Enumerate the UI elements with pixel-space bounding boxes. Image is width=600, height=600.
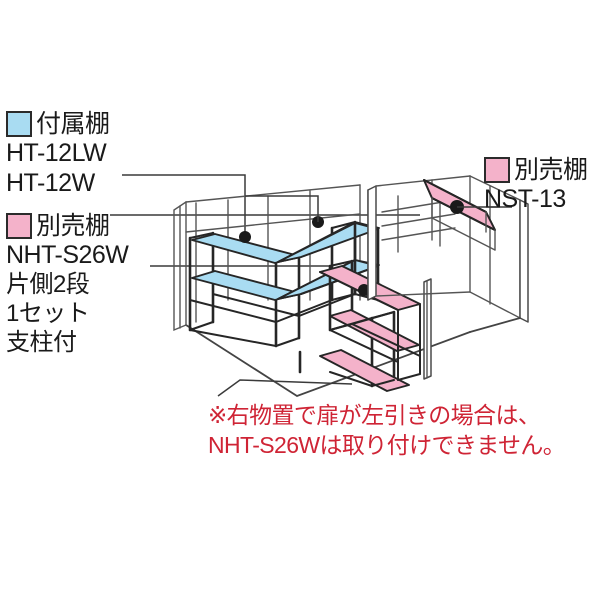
legend-title-optional-shelf-right: 別売棚	[514, 156, 588, 184]
legend-detail-tiers: 片側2段	[6, 271, 90, 298]
legend-code-ht-12lw: HT-12LW	[6, 139, 107, 167]
pink-shelf-nst-13	[423, 179, 496, 251]
right-shed-walls	[367, 175, 529, 333]
legend-group-attached-shelf: 付属棚	[6, 110, 178, 138]
legend-right: 別売棚 NST-13	[484, 156, 600, 214]
blue-swatch	[6, 111, 32, 137]
pink-swatch-right	[484, 157, 510, 183]
legend-code-ht-12w: HT-12W	[6, 169, 95, 197]
legend-detail-post: 支柱付	[6, 329, 77, 356]
legend-group-optional-shelf: 別売棚	[6, 212, 178, 240]
legend-title-attached-shelf: 付属棚	[36, 110, 110, 138]
legend-detail-set: 1セット	[6, 300, 90, 327]
legend-title-optional-shelf: 別売棚	[36, 212, 110, 240]
callout-dots-blue	[239, 195, 324, 243]
legend-left: 付属棚 HT-12LW HT-12W 別売棚 NHT-S26W 片側2段 1セッ…	[6, 110, 178, 357]
warning-note-line1: ※右物置で扉が左引きの場合は、	[208, 402, 541, 428]
support-post	[423, 278, 432, 380]
warning-note-line2: NHT-S26Wは取り付けできません。	[208, 432, 566, 458]
pink-swatch	[6, 213, 32, 239]
legend-code-nst-13: NST-13	[484, 185, 566, 213]
legend-spacer	[6, 198, 178, 212]
note-leader	[217, 379, 353, 397]
legend-group-nst13: 別売棚	[484, 156, 600, 184]
warning-note: ※右物置で扉が左引きの場合は、 NHT-S26Wは取り付けできません。	[208, 400, 588, 460]
left-shed-walls	[173, 184, 471, 397]
legend-code-nht-s26w: NHT-S26W	[6, 241, 129, 269]
